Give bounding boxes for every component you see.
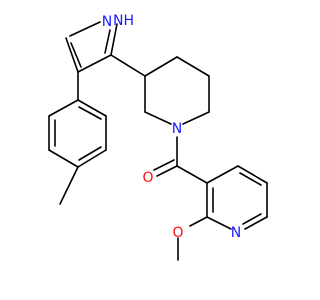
bond-n1-c5: [69, 21, 101, 37]
molecule-structure: NH N N O O N: [48, 13, 268, 261]
bond-pip-c6-n1: [182, 111, 210, 125]
carbonyl-o-label: O: [142, 170, 153, 186]
bond-py-c6-n1-inner: [242, 213, 262, 225]
bond-tol-c1-c2: [77, 99, 107, 117]
atom-label-layer: NH N N O O N: [102, 13, 241, 241]
bond-n1-n2: [110, 23, 118, 56]
piperidine-n-label: N: [172, 121, 182, 137]
bond-py-c2-o: [189, 216, 208, 227]
pyridine-n-label: N: [231, 225, 241, 241]
bond-carbonyl-o-1: [156, 165, 178, 177]
bond-c5-c4-inner: [70, 42, 82, 68]
bond-tol-c3-c4-inner: [78, 146, 102, 161]
bond-c4-c3: [77, 54, 112, 73]
bond-tol-c4-c5: [48, 149, 79, 168]
bond-py-c3-c4: [206, 165, 239, 184]
bond-py-c4-c5-inner: [239, 172, 262, 186]
bond-pip-c3-c4: [144, 56, 178, 77]
methoxy-o-label: O: [172, 225, 183, 241]
bond-pip-c4-c5: [176, 56, 210, 77]
bond-tol-c3-c4: [77, 149, 107, 168]
bond-c5-c4: [65, 37, 79, 73]
bond-py-n1-c2: [206, 216, 232, 230]
bond-tol-c6-c1: [48, 99, 79, 117]
bond-carbonyl-o-2: [153, 159, 175, 171]
bond-pip-n1-c2: [144, 111, 172, 125]
bond-layer: [48, 21, 268, 261]
bond-py-c6-n1: [244, 216, 268, 230]
pyrazole-nh-label: NH: [113, 13, 134, 29]
bond-carbonyl-pyridine: [176, 165, 208, 184]
bond-pyrazole-piperidine: [110, 54, 146, 77]
bond-tol-c1-c2-inner: [78, 106, 102, 120]
pyrazole-n-label: N: [102, 14, 112, 30]
bond-py-c4-c5: [237, 165, 268, 184]
bond-tol-methyl: [59, 166, 79, 205]
bond-c3-n2-double: [104, 29, 111, 54]
